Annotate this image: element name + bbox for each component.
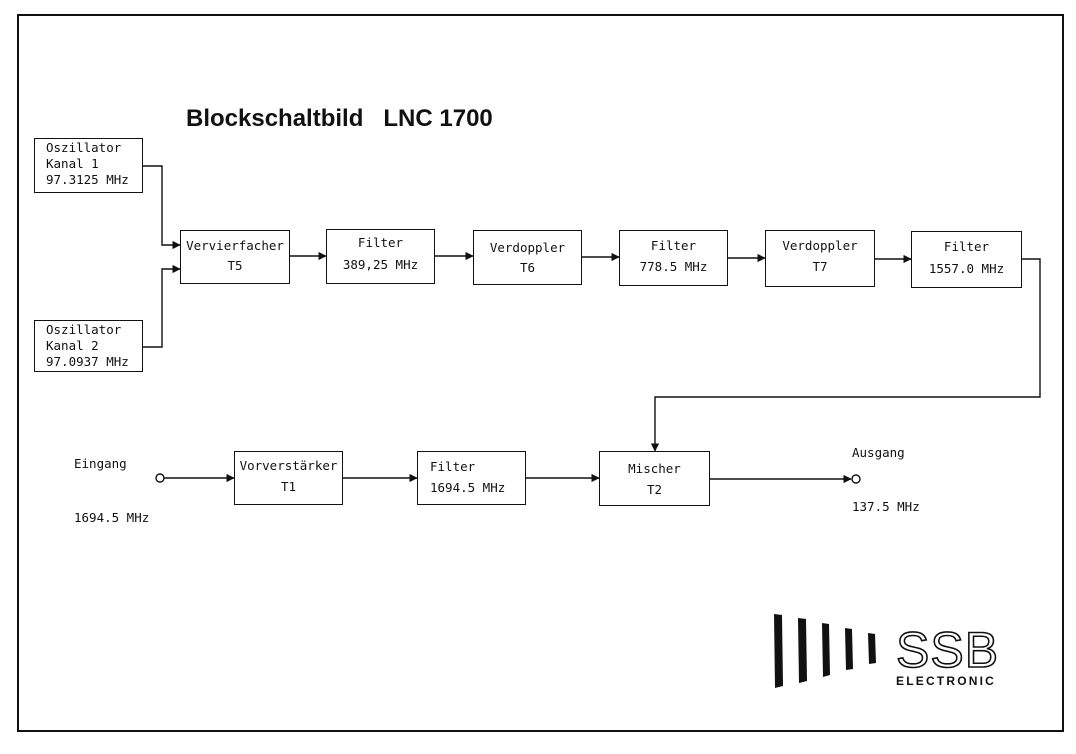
label-line: Eingang xyxy=(74,456,127,471)
block-line: T7 xyxy=(812,259,828,274)
block-line: Mischer xyxy=(628,461,681,476)
block-vervierfacher-t5: Vervierfacher T5 xyxy=(180,230,290,284)
block-line: Kanal 2 xyxy=(46,338,99,353)
output-label: Ausgang 137.5 MHz xyxy=(852,413,920,531)
block-oscillator-kanal-1: Oszillator Kanal 1 97.3125 MHz xyxy=(34,138,143,193)
wire-osc1-vervierfacher xyxy=(143,165,181,250)
block-line: T1 xyxy=(280,479,297,494)
block-line: 1694.5 MHz xyxy=(430,480,506,495)
block-filter-389: Filter 389,25 MHz xyxy=(326,229,435,284)
label-line: 137.5 MHz xyxy=(852,499,920,514)
logo-subtitle: ELECTRONIC xyxy=(896,674,996,688)
block-line: Oszillator xyxy=(46,322,122,337)
label-line: 1694.5 MHz xyxy=(74,510,150,525)
block-line: T5 xyxy=(227,258,243,273)
block-line: T6 xyxy=(519,260,536,275)
block-line: 389,25 MHz xyxy=(342,257,419,272)
block-line: Vorverstärker xyxy=(239,458,338,473)
ssb-logo-bars-icon xyxy=(774,614,876,688)
block-line: Kanal 1 xyxy=(46,156,99,171)
block-mischer-t2: Mischer T2 xyxy=(599,451,710,506)
block-line: Verdoppler xyxy=(782,238,858,253)
diagram-title: Blockschaltbild LNC 1700 xyxy=(186,105,493,132)
block-line: 1557.0 MHz xyxy=(928,261,1005,276)
block-filter-1694: Filter 1694.5 MHz xyxy=(417,451,526,505)
block-line: 97.0937 MHz xyxy=(46,354,129,369)
output-terminal xyxy=(851,474,861,484)
input-terminal xyxy=(155,473,165,483)
block-line: Vervierfacher xyxy=(186,238,284,253)
block-line: Oszillator xyxy=(46,140,122,155)
block-filter-778: Filter 778.5 MHz xyxy=(619,230,728,286)
wire-filter1557-mischer xyxy=(650,258,1041,452)
block-line: Filter xyxy=(430,459,476,474)
block-line: 778.5 MHz xyxy=(639,259,708,274)
block-line: T2 xyxy=(646,482,663,497)
block-line: Filter xyxy=(943,239,990,254)
diagram-frame xyxy=(17,14,1064,732)
wire-osc2-vervierfacher xyxy=(143,264,181,348)
block-filter-1557: Filter 1557.0 MHz xyxy=(911,231,1022,288)
label-line: Ausgang xyxy=(852,445,905,460)
block-line: Verdoppler xyxy=(489,240,566,255)
input-label: Eingang 1694.5 MHz xyxy=(74,424,149,542)
block-vorverstaerker-t1: Vorverstärker T1 xyxy=(234,451,343,505)
block-oscillator-kanal-2: Oszillator Kanal 2 97.0937 MHz xyxy=(34,320,143,372)
block-line: Filter xyxy=(357,235,404,250)
block-line: Filter xyxy=(650,238,697,253)
block-line: 97.3125 MHz xyxy=(46,172,129,187)
block-verdoppler-t7: Verdoppler T7 xyxy=(765,230,875,287)
block-verdoppler-t6: Verdoppler T6 xyxy=(473,230,582,285)
logo-brand: SSB xyxy=(895,622,1000,678)
